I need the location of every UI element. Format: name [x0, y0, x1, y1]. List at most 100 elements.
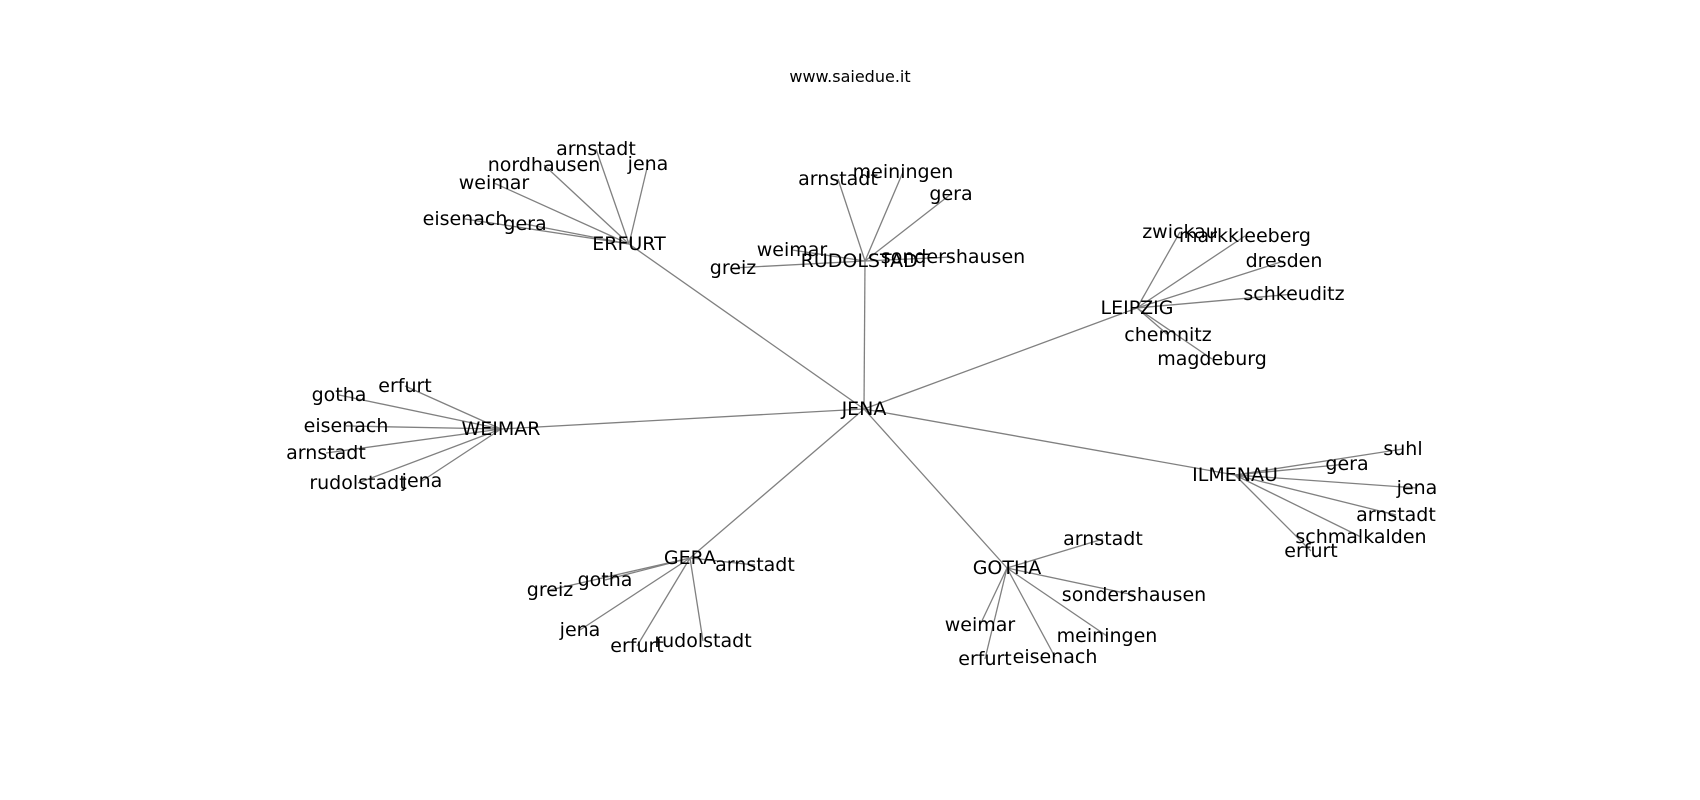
- edge-hub-leaf: [1234, 463, 1348, 476]
- edge-hub-leaf: [1136, 235, 1246, 309]
- edge-hub-leaf: [1006, 567, 1056, 658]
- edge-hub-leaf: [984, 567, 1008, 660]
- edge-hub-leaf: [1234, 474, 1362, 538]
- hub-node-label: WEIMAR: [462, 418, 541, 440]
- edge-root-hub: [863, 307, 1138, 410]
- leaf-node-label: arnstadt: [798, 168, 878, 190]
- edge-hub-leaf: [1136, 260, 1285, 309]
- edge-hub-leaf: [524, 223, 630, 245]
- edge-hub-leaf: [1136, 293, 1295, 309]
- edge-hub-leaf: [543, 164, 630, 245]
- edge-hub-leaf: [837, 178, 866, 262]
- edge-hub-leaf: [1234, 448, 1404, 476]
- edge-hub-leaf: [549, 557, 691, 591]
- edge-hub-leaf: [628, 163, 649, 245]
- edge-hub-leaf: [864, 256, 954, 262]
- edge-root-hub: [689, 408, 865, 559]
- leaf-node-label: arnstadt: [1356, 504, 1436, 526]
- leaf-node-label: meiningen: [1057, 625, 1158, 647]
- leaf-node-label: meiningen: [853, 161, 954, 183]
- edge-hub-leaf: [1006, 538, 1104, 569]
- edge-root-hub: [628, 243, 865, 410]
- hub-node-label: RUDOLSTADT: [801, 250, 930, 272]
- leaf-node-label: greiz: [710, 257, 756, 279]
- hub-node-label: ILMENAU: [1192, 464, 1278, 486]
- edge-hub-leaf: [1136, 307, 1213, 360]
- edge-hub-leaf: [338, 394, 502, 430]
- leaf-node-label: eisenach: [423, 208, 508, 230]
- edge-hub-leaf: [357, 428, 502, 484]
- edge-hub-leaf: [689, 557, 704, 642]
- edge-root-hub: [863, 260, 866, 410]
- leaf-node-label: sondershausen: [881, 246, 1025, 268]
- edge-hub-leaf: [636, 557, 691, 647]
- leaf-node-label: rudolstadt: [654, 630, 751, 652]
- leaf-node-label: erfurt: [1284, 540, 1338, 562]
- leaf-node-label: weimar: [459, 172, 530, 194]
- edge-hub-leaf: [732, 260, 866, 269]
- hub-node-label: GOTHA: [973, 557, 1042, 579]
- leaf-node-label: sondershausen: [1062, 584, 1206, 606]
- leaf-node-label: chemnitz: [1124, 324, 1211, 346]
- leaf-node-label: dresden: [1246, 250, 1323, 272]
- edge-root-hub: [863, 408, 1008, 569]
- leaf-node-label: erfurt: [958, 648, 1012, 670]
- leaf-node-label: schmalkalden: [1295, 526, 1426, 548]
- hub-node-label: GERA: [664, 547, 716, 569]
- edge-hub-leaf: [979, 567, 1008, 626]
- edge-hub-leaf: [325, 428, 502, 454]
- leaf-node-label: arnstadt: [1063, 528, 1143, 550]
- leaf-node-label: schkeuditz: [1243, 283, 1344, 305]
- edge-hub-leaf: [464, 218, 630, 245]
- edge-hub-leaf: [791, 249, 866, 262]
- edge-hub-leaf: [493, 182, 630, 245]
- leaf-node-label: jena: [1396, 477, 1438, 499]
- edge-hub-leaf: [579, 557, 691, 631]
- edge-hub-leaf: [864, 171, 904, 262]
- leaf-node-label: arnstadt: [715, 554, 795, 576]
- leaf-node-label: jena: [401, 470, 443, 492]
- edge-hub-leaf: [1234, 474, 1418, 489]
- hub-node-label: LEIPZIG: [1101, 297, 1174, 319]
- leaf-node-label: magdeburg: [1157, 348, 1267, 370]
- leaf-node-label: weimar: [757, 239, 828, 261]
- edge-hub-leaf: [345, 425, 502, 430]
- edge-hub-leaf: [1234, 474, 1312, 552]
- edge-root-hub: [500, 408, 865, 430]
- leaf-node-label: greiz: [527, 579, 573, 601]
- leaf-node-label: erfurt: [610, 635, 664, 657]
- leaf-node-label: eisenach: [1013, 646, 1098, 668]
- edge-hub-leaf: [1006, 567, 1135, 596]
- edge-hub-leaf: [689, 557, 756, 566]
- leaf-node-label: gotha: [312, 384, 367, 406]
- leaf-node-label: weimar: [945, 614, 1016, 636]
- leaf-node-label: erfurt: [378, 375, 432, 397]
- leaf-node-label: nordhausen: [488, 154, 601, 176]
- leaf-node-label: suhl: [1383, 438, 1422, 460]
- leaf-node-label: gera: [1325, 453, 1368, 475]
- leaf-node-label: gera: [503, 213, 546, 235]
- edge-root-hub: [863, 408, 1236, 476]
- leaf-node-label: jena: [627, 153, 669, 175]
- edge-hub-leaf: [404, 385, 502, 430]
- leaf-node-label: arnstadt: [286, 442, 366, 464]
- edge-hub-leaf: [1006, 567, 1108, 637]
- leaf-node-label: arnstadt: [556, 138, 636, 160]
- leaf-node-label: markkleeberg: [1179, 225, 1311, 247]
- edge-hub-leaf: [1234, 474, 1397, 516]
- leaf-node-label: gera: [929, 183, 972, 205]
- leaf-node-label: jena: [559, 619, 601, 641]
- edges: [325, 148, 1418, 660]
- root-node-label: JENA: [841, 398, 887, 420]
- edge-hub-leaf: [595, 148, 630, 245]
- hub-node-label: ERFURT: [592, 233, 666, 255]
- edge-hub-leaf: [1136, 307, 1169, 336]
- edge-hub-leaf: [1136, 231, 1181, 309]
- site-title: www.saiedue.it: [789, 67, 910, 86]
- leaf-node-label: eisenach: [304, 415, 389, 437]
- leaf-node-label: rudolstadt: [309, 472, 406, 494]
- edge-hub-leaf: [864, 193, 952, 262]
- leaf-node-label: gotha: [578, 569, 633, 591]
